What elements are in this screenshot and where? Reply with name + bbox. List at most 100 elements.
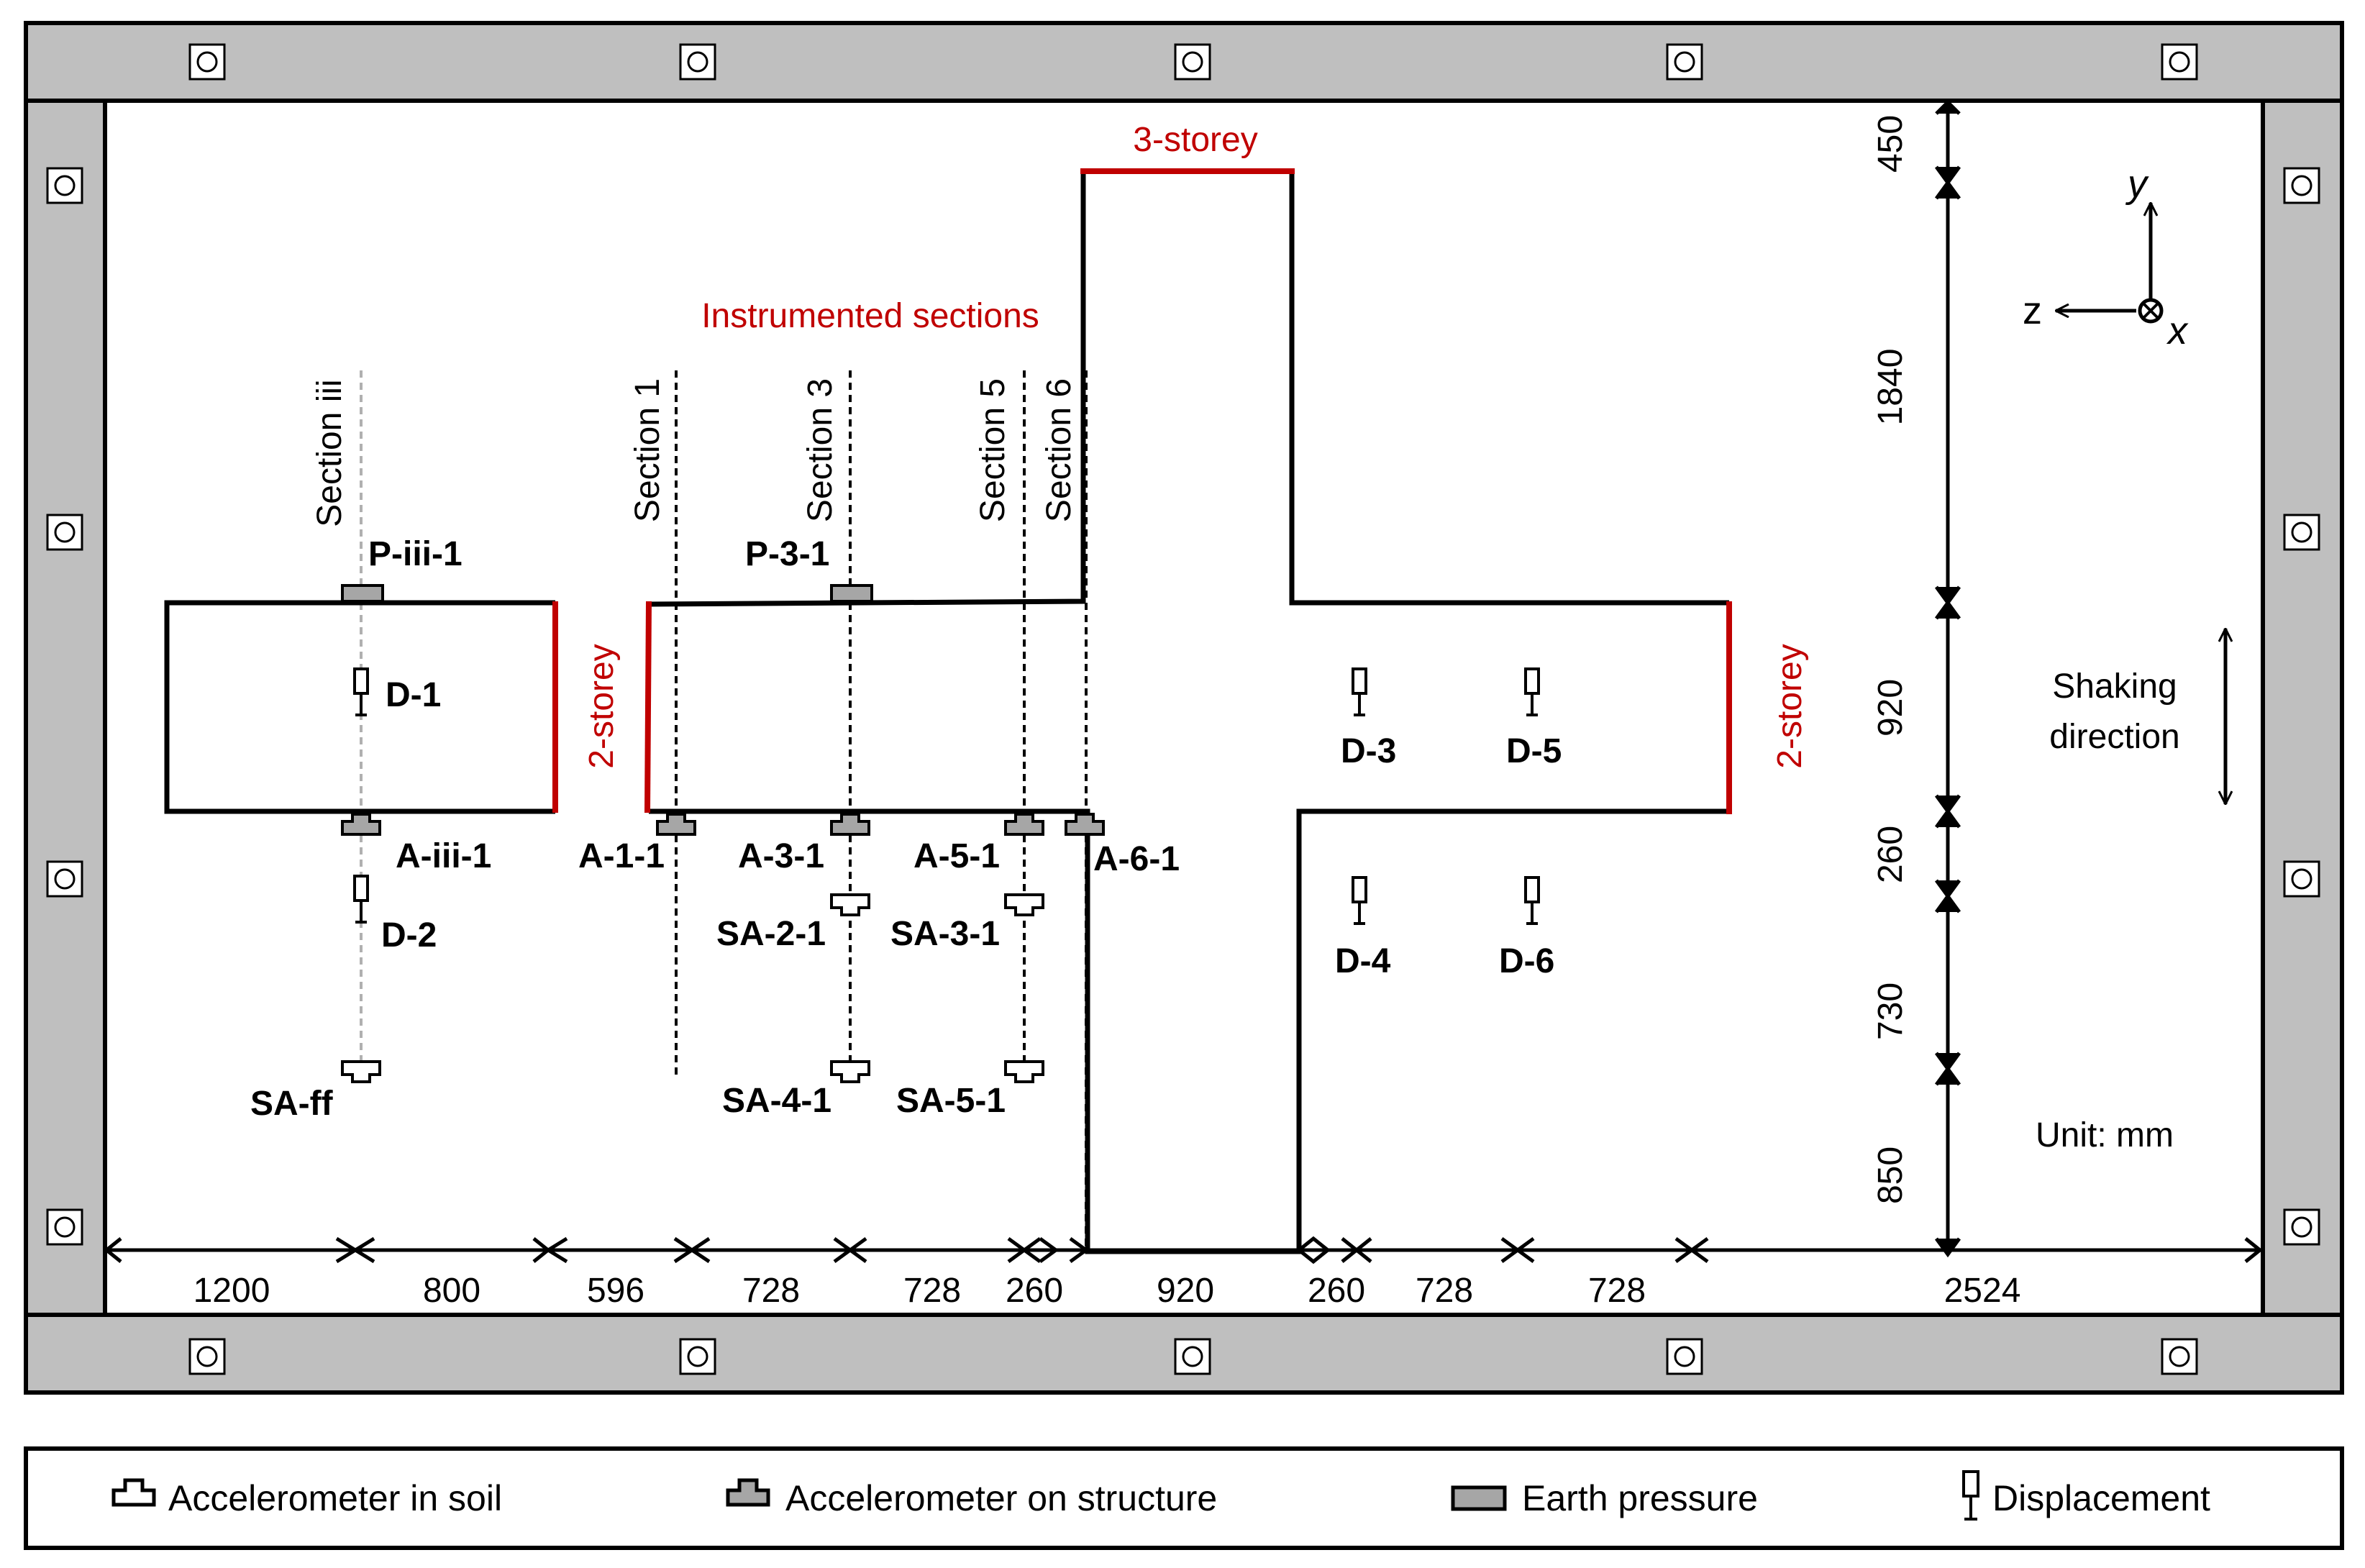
- frame-left-bar: [24, 99, 107, 1317]
- x-axis-label: x: [2166, 309, 2189, 352]
- sensor-label-d-3: D-3: [1341, 732, 1396, 770]
- bolt-icon: [2283, 860, 2320, 898]
- legend-soil-accelerometer-icon: [111, 1478, 156, 1507]
- bolt-icon: [1174, 43, 1211, 81]
- legend-soil-accelerometer-label: Accelerometer in soil: [168, 1478, 502, 1518]
- horizontal-dim-label: 728: [1588, 1272, 1646, 1310]
- two-storey-right-label: 2-storey: [1771, 644, 1809, 768]
- sensor-label-a-1-1: A-1-1: [578, 837, 665, 875]
- bolt-icon: [679, 1338, 716, 1375]
- horizontal-dim-label: 2524: [1944, 1272, 2021, 1310]
- bolt-icon: [679, 43, 716, 81]
- sensor-label-a-iii-1: A-iii-1: [396, 837, 491, 875]
- two-storey-left-label: 2-storey: [583, 644, 621, 768]
- horizontal-dim-label: 260: [1308, 1272, 1365, 1310]
- legend-box: [24, 1446, 2344, 1550]
- vertical-dim-label: 450: [1872, 115, 1910, 173]
- horizontal-dim-label: 1200: [193, 1272, 270, 1310]
- three-storey-label: 3-storey: [1133, 121, 1257, 159]
- bolt-icon: [2283, 1208, 2320, 1246]
- bolt-icon: [188, 1338, 226, 1375]
- structure-accelerometer-icon: [1004, 813, 1044, 836]
- displacement-icon: [353, 875, 369, 924]
- sensor-label-p-iii-1: P-iii-1: [368, 535, 462, 573]
- bolt-icon: [46, 167, 83, 204]
- legend-displacement-label: Displacement: [1992, 1478, 2210, 1518]
- legend-displacement-icon: [1962, 1470, 1979, 1521]
- shaking-direction: Shaking direction: [2049, 629, 2225, 804]
- sensor-labels: P-iii-1 P-3-1 D-1 D-2 D-3 D-4 D-5 D-6 A-…: [250, 535, 1562, 1123]
- section-iii-label: Section iii: [311, 379, 349, 527]
- bolt-icon: [1666, 43, 1703, 81]
- vertical-dimension-ticks: [1934, 99, 1961, 1258]
- legend-structure-accelerometer-label: Accelerometer on structure: [785, 1478, 1217, 1518]
- sensor-label-d-5: D-5: [1506, 732, 1562, 770]
- horizontal-dim-label: 260: [1006, 1272, 1063, 1310]
- horizontal-dim-label: 728: [1416, 1272, 1473, 1310]
- bolt-icon: [2161, 43, 2198, 81]
- structure-accelerometer-icon: [656, 813, 696, 836]
- shaking-direction-label-2: direction: [2049, 718, 2179, 756]
- bolt-icon: [46, 514, 83, 551]
- earth-pressure-icon: [830, 584, 873, 603]
- displacement-icon: [1524, 876, 1540, 925]
- legend-earth-pressure-icon: [1451, 1485, 1507, 1511]
- sensor-label-a-5-1: A-5-1: [913, 837, 1000, 875]
- sensor-label-sa-3-1: SA-3-1: [890, 915, 1000, 953]
- sensor-label-d-2: D-2: [381, 916, 437, 954]
- sensor-label-a-3-1: A-3-1: [738, 837, 824, 875]
- section-3-label: Section 3: [801, 378, 839, 522]
- structure-accelerometer-icon: [830, 813, 870, 836]
- sensor-label-p-3-1: P-3-1: [745, 535, 829, 573]
- earth-pressure-icon: [341, 584, 384, 603]
- horizontal-dim-label: 800: [423, 1272, 480, 1310]
- sensor-label-sa-4-1: SA-4-1: [722, 1082, 831, 1120]
- shaking-direction-label-1: Shaking: [2052, 667, 2177, 706]
- sensor-label-d-4: D-4: [1335, 942, 1391, 980]
- cross-red-left-end: [644, 601, 652, 813]
- horizontal-dim-label: 596: [587, 1272, 644, 1310]
- unit-label: Unit: mm: [2036, 1116, 2174, 1154]
- section-6-label: Section 6: [1040, 378, 1078, 522]
- soil-accelerometer-icon: [830, 1060, 870, 1083]
- soil-accelerometer-icon: [830, 893, 870, 916]
- horizontal-dim-label: 728: [742, 1272, 800, 1310]
- y-axis-label: y: [2125, 163, 2149, 206]
- instrumented-sections-label: Instrumented sections: [701, 297, 1039, 335]
- legend-earth-pressure-label: Earth pressure: [1522, 1478, 1758, 1518]
- bolt-icon: [2283, 514, 2320, 551]
- vertical-dim-label: 920: [1872, 679, 1910, 737]
- legend-structure-accelerometer-icon: [726, 1478, 770, 1507]
- bolt-icon: [1174, 1338, 1211, 1375]
- sensor-label-sa-ff: SA-ff: [250, 1085, 334, 1123]
- coordinate-axes: y z x: [2023, 163, 2189, 352]
- section-5-label: Section 5: [974, 378, 1012, 522]
- displacement-icon: [1524, 667, 1540, 716]
- sensors: [341, 584, 1540, 1083]
- bolt-icon: [1666, 1338, 1703, 1375]
- sensor-label-sa-2-1: SA-2-1: [716, 915, 826, 953]
- soil-accelerometer-icon: [341, 1060, 381, 1083]
- vertical-dim-label: 1840: [1872, 349, 1910, 426]
- frame-right-bar: [2261, 99, 2344, 1317]
- soil-accelerometer-icon: [1004, 1060, 1044, 1083]
- sensor-label-a-6-1: A-6-1: [1093, 840, 1180, 878]
- horizontal-dimension-ticks: [103, 1236, 2264, 1264]
- bolt-icon: [188, 43, 226, 81]
- z-axis-label: z: [2023, 289, 2042, 332]
- vertical-dim-label: 730: [1872, 983, 1910, 1040]
- displacement-icon: [1352, 667, 1367, 716]
- vertical-dim-label: 260: [1872, 826, 1910, 883]
- sensor-label-sa-5-1: SA-5-1: [896, 1082, 1006, 1120]
- bolt-icon: [2283, 167, 2320, 204]
- legend: Accelerometer in soil Accelerometer on s…: [24, 1446, 2344, 1550]
- displacement-icon: [353, 667, 369, 716]
- frame-interior: [103, 99, 2265, 1317]
- structure-accelerometer-icon: [1065, 813, 1105, 836]
- soil-accelerometer-icon: [1004, 893, 1044, 916]
- structure-accelerometer-icon: [341, 813, 381, 836]
- bolt-icon: [46, 1208, 83, 1246]
- vertical-dimensions: 450 1840 920 260 730 850: [1872, 99, 1961, 1258]
- horizontal-dimensions: 1200 800 596 728 728 260 920 260 728 728…: [103, 1236, 2264, 1310]
